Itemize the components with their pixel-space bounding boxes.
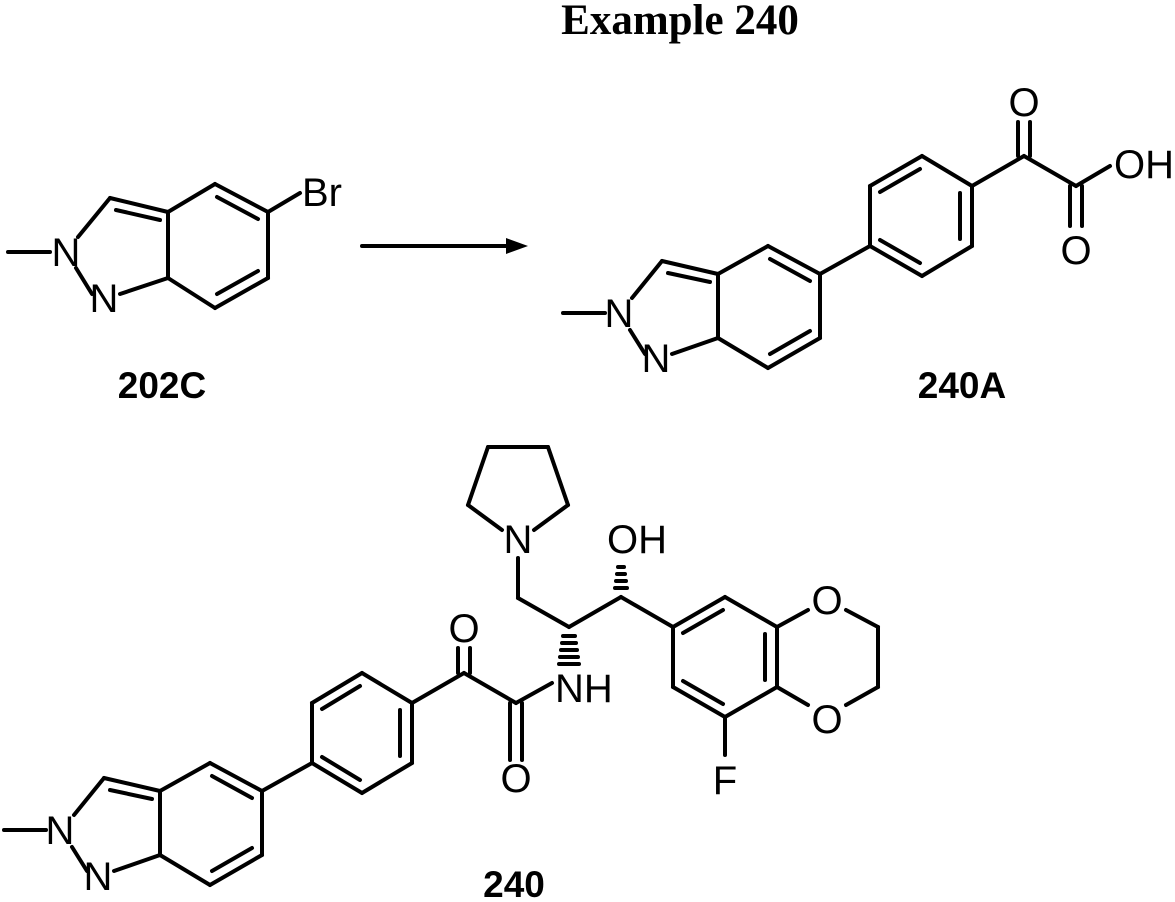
- compound-240a: N N O OH O 240A: [563, 81, 1174, 406]
- compound-240: N N O O NH N OH O O F 240: [4, 447, 878, 902]
- compound-202c-atom-n2: N: [90, 277, 119, 321]
- compound-240-atom-amide-o: O: [500, 757, 531, 801]
- compound-202c: N N Br 202C: [8, 171, 342, 406]
- compound-202c-label: 202C: [118, 365, 206, 406]
- compound-240-atom-dioxane-o1: O: [811, 579, 842, 623]
- reaction-arrow: [362, 238, 528, 254]
- compound-240-atom-n2: N: [84, 855, 113, 899]
- compound-240a-atom-n1: N: [605, 292, 634, 336]
- compound-240-atom-ketone-o: O: [448, 607, 479, 651]
- compound-240-atom-oh: OH: [607, 518, 667, 562]
- compound-240-atom-nh: NH: [555, 667, 613, 711]
- compound-240a-atom-oh: OH: [1114, 143, 1174, 187]
- compound-202c-atom-n1: N: [52, 231, 81, 275]
- compound-240a-atom-acid-o: O: [1060, 229, 1091, 273]
- compound-240-atom-n1: N: [46, 809, 75, 853]
- compound-240a-label: 240A: [918, 365, 1006, 406]
- compound-240-bonds: [4, 447, 878, 885]
- compound-240-label: 240: [483, 864, 545, 902]
- compound-240-atom-dioxane-o2: O: [811, 698, 842, 742]
- compound-202c-atom-br: Br: [302, 171, 342, 215]
- compound-240a-atom-keto-o: O: [1008, 81, 1039, 125]
- compound-240-hash-bond-nh: [559, 636, 579, 664]
- compound-240a-atom-n2: N: [642, 337, 671, 381]
- compound-240-hash-bond-oh: [615, 567, 627, 588]
- compound-240-atom-pyrrolidine-n: N: [504, 518, 533, 562]
- scheme-title: Example 240: [561, 0, 799, 44]
- compound-240-atom-f: F: [713, 759, 737, 803]
- compound-240a-bonds: [563, 122, 1110, 368]
